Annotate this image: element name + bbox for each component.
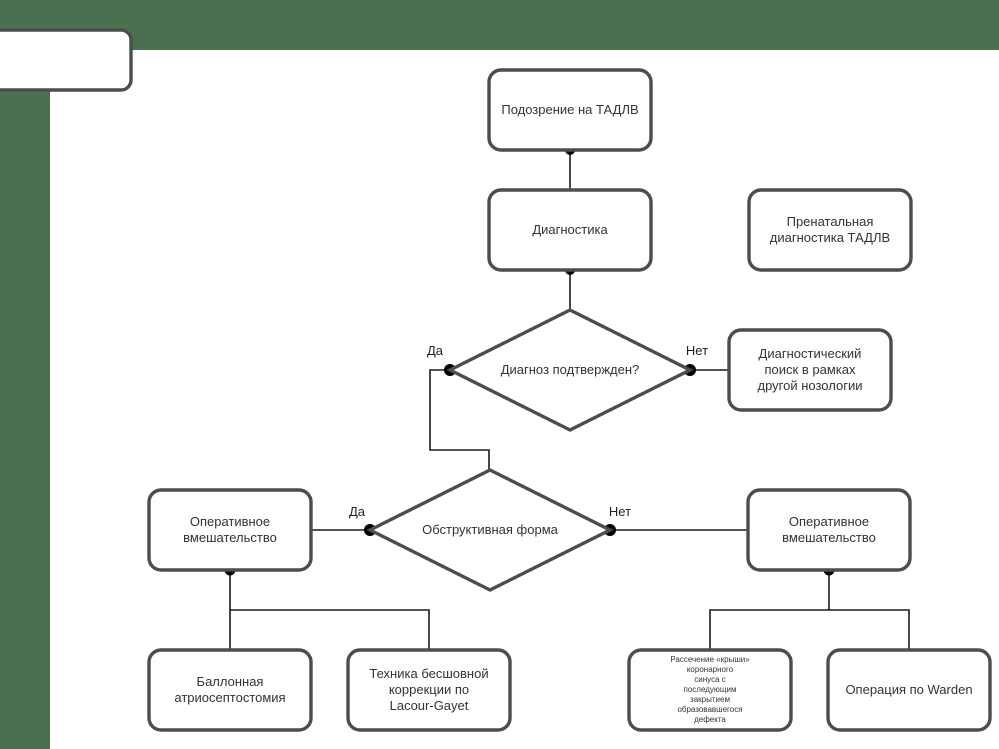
node-other-nosology[interactable] [727,328,893,412]
background-frame-top [0,0,999,50]
node-balloon[interactable] [147,648,313,732]
node-warden[interactable] [826,648,992,732]
node-surgery-left[interactable] [147,488,313,572]
node-layer [0,28,992,732]
connector-surgeryright-warden [829,609,910,650]
node-diagnostics[interactable] [487,188,653,272]
edge-label-obstructive-yes: Да [348,504,366,519]
connector-surgeryright-coronarysinus [709,609,829,650]
connector-surgeryleft-lacourgayet [230,609,430,650]
node-suspicion[interactable] [487,68,653,152]
edge-label-obstructive-no: Нет [608,504,632,519]
connector-layer [229,150,910,650]
node-obstructive-decision[interactable] [366,468,614,592]
edge-label-confirmed-no: Нет [685,343,709,358]
node-lacour-gayet[interactable] [346,648,512,732]
node-surgery-right[interactable] [746,488,912,572]
node-confirmed-decision[interactable] [446,308,694,432]
node-coronary-sinus[interactable] [627,648,793,732]
connector-confirmed-yes [429,369,490,470]
node-clipped-box[interactable] [0,28,133,92]
node-prenatal[interactable] [747,188,913,272]
background-frame-left [0,50,50,749]
edge-label-confirmed-yes: Да [426,343,444,358]
